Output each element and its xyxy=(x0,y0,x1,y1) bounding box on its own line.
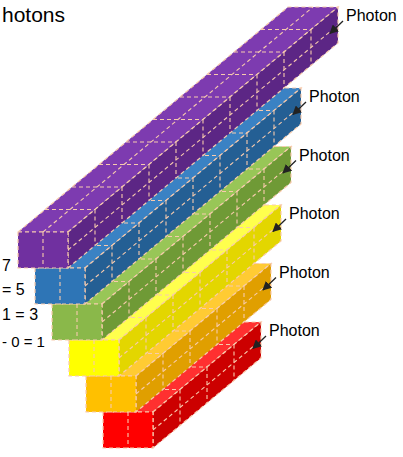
leader-arrow xyxy=(273,219,286,231)
front-face xyxy=(103,412,153,448)
leader-arrow xyxy=(293,102,306,114)
leader-arrow xyxy=(330,21,343,33)
photon-label: Photon xyxy=(299,148,350,165)
cube-seam xyxy=(110,376,111,412)
equation-fragment: - 0 = 1 xyxy=(2,334,45,350)
equation-fragment: 1 = 3 xyxy=(2,307,38,324)
photon-label: Photon xyxy=(279,265,330,282)
photon-label: Photon xyxy=(309,89,360,106)
cube-seam xyxy=(43,7,313,232)
title-fragment: hotons xyxy=(2,4,65,26)
leader-arrow xyxy=(253,336,266,348)
photon-label: Photon xyxy=(346,8,397,25)
top-face xyxy=(18,7,338,232)
cube-row xyxy=(18,7,338,268)
leader-arrow xyxy=(283,161,296,173)
front-face xyxy=(52,304,102,340)
front-face xyxy=(18,232,68,268)
side-face xyxy=(68,7,338,268)
front-face xyxy=(35,268,85,304)
equation-fragment: = 5 xyxy=(2,282,25,299)
photon-label: Photon xyxy=(269,323,320,340)
leader-arrow xyxy=(263,278,276,290)
cube-seam xyxy=(93,340,94,376)
cube-seam xyxy=(42,232,43,268)
front-face xyxy=(69,340,119,376)
equation-fragment: 7 xyxy=(2,258,11,275)
cube-seam xyxy=(59,268,60,304)
cube-seam xyxy=(127,412,128,448)
leader-lines xyxy=(253,21,343,348)
cube-seam xyxy=(76,304,77,340)
front-face xyxy=(86,376,136,412)
cube-rows xyxy=(18,7,338,448)
photon-label: Photon xyxy=(289,206,340,223)
